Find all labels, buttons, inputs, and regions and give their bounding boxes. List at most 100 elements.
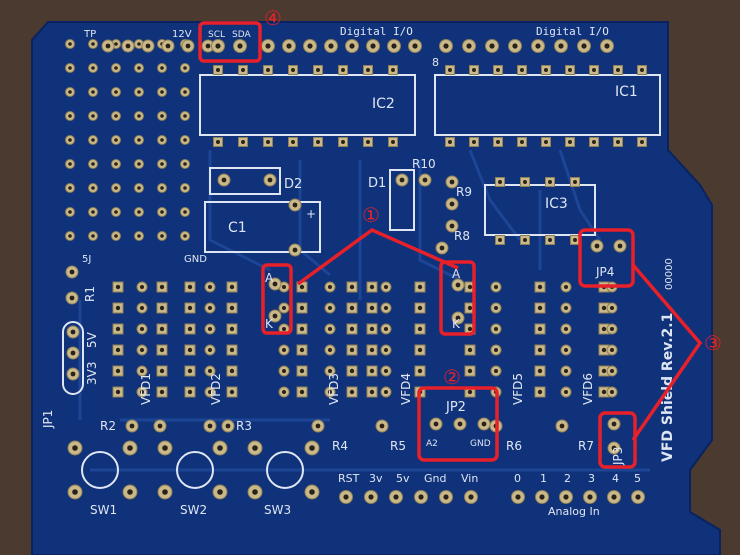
digital-pad-hole — [604, 43, 610, 49]
switch-pad-hole — [127, 445, 133, 451]
vfd-pad-hole — [282, 369, 286, 373]
vfd-pin-hole — [115, 368, 121, 374]
label-analog-1: 1 — [540, 472, 547, 485]
proto-pad-hole — [137, 90, 141, 94]
vfd-pad-hole — [328, 327, 332, 331]
label-r4: R4 — [332, 439, 348, 453]
component-pad-hole — [457, 421, 463, 427]
callout-box-jp2 — [417, 386, 499, 462]
vfd-pad-hole — [140, 390, 144, 394]
ic1-pin-hole — [640, 68, 644, 72]
ic1-pin-hole — [448, 68, 452, 72]
component-pad-hole — [70, 329, 76, 335]
vfd-pad-hole — [384, 306, 388, 310]
proto-pad-hole — [114, 162, 118, 166]
analog-pad-hole — [611, 494, 617, 500]
label-vfd3: VFD3 — [327, 373, 341, 405]
proto-pad-hole — [183, 90, 187, 94]
vfd-pad-hole — [610, 348, 614, 352]
vfd-pad-hole — [384, 348, 388, 352]
vfd-pin-hole — [537, 305, 543, 311]
vfd-pad-hole — [208, 327, 212, 331]
label-digital-io-left: Digital I/O — [340, 25, 413, 38]
power-pad-hole — [343, 494, 349, 500]
vfd-pin-hole — [299, 305, 305, 311]
ic2-pin-hole — [316, 140, 320, 144]
proto-pad-hole — [91, 114, 95, 118]
vfd-pad-hole — [208, 348, 212, 352]
proto-pad-hole — [68, 162, 72, 166]
vfd-pin-hole — [159, 389, 165, 395]
digital-pad-hole — [443, 43, 449, 49]
ic2-pin-hole — [341, 68, 345, 72]
vfd-pin-hole — [369, 326, 375, 332]
proto-pad-hole — [68, 234, 72, 238]
proto-pad-hole — [137, 66, 141, 70]
proto-pad-hole — [114, 66, 118, 70]
ic3-outline — [484, 184, 596, 236]
label-jp2-a2: A2 — [426, 439, 438, 449]
proto-pad-hole — [183, 186, 187, 190]
proto-pad-hole — [137, 42, 141, 46]
power-pad-hole — [368, 494, 374, 500]
label-r9: R9 — [456, 185, 472, 199]
ic2-pin-hole — [266, 140, 270, 144]
callout-number-3: ③ — [704, 331, 722, 355]
label-d8: 8 — [432, 56, 439, 69]
proto-pad-hole — [91, 186, 95, 190]
vfd-pin-hole — [537, 347, 543, 353]
vfd-pin-hole — [601, 347, 607, 353]
ic2-pin-hole — [391, 68, 395, 72]
vfd-pad-hole — [328, 390, 332, 394]
ic2-pin-hole — [216, 140, 220, 144]
label-sda: SDA — [232, 30, 251, 40]
label-jp2: JP2 — [445, 400, 466, 415]
label-ic1: IC1 — [615, 84, 638, 100]
callout-leader-1 — [296, 227, 459, 286]
ic3-pin-hole — [523, 238, 527, 242]
label-ic2: IC2 — [372, 96, 395, 112]
ic1-pin-hole — [472, 140, 476, 144]
component-pad-hole — [449, 201, 455, 207]
component-pad-hole — [69, 269, 75, 275]
label-vfd5: VFD5 — [511, 373, 525, 405]
power-pad-hole — [468, 494, 474, 500]
digital-pad-hole — [349, 43, 355, 49]
proto-pad-hole — [68, 90, 72, 94]
proto-pad-hole — [183, 162, 187, 166]
proto-pad-hole — [160, 90, 164, 94]
ic3-pin-hole — [523, 180, 527, 184]
ic1-pin-hole — [592, 140, 596, 144]
proto-pad-hole — [137, 138, 141, 142]
ic2-pin-hole — [366, 68, 370, 72]
vfd-pin-hole — [115, 326, 121, 332]
vfd-pin-hole — [467, 368, 473, 374]
header-pad-hole — [185, 43, 191, 49]
component-pad-hole — [225, 423, 231, 429]
digital-io-header — [101, 39, 614, 53]
proto-pad-hole — [91, 90, 95, 94]
vfd-pad-hole — [384, 327, 388, 331]
label-r3: R3 — [236, 419, 252, 433]
proto-pad-hole — [137, 234, 141, 238]
vfd-pin-hole — [467, 389, 473, 395]
ic2-pin-hole — [266, 68, 270, 72]
proto-pad-hole — [68, 66, 72, 70]
component-pad-hole — [292, 202, 298, 208]
label-5j: 5J — [82, 254, 91, 265]
copper-traces — [78, 149, 650, 472]
header-pad-hole — [105, 43, 111, 49]
label-vfd4: VFD4 — [399, 373, 413, 405]
digital-pad-hole — [286, 43, 292, 49]
proto-pad-hole — [114, 42, 118, 46]
switch-pad-hole — [217, 445, 223, 451]
callout-box-jp4 — [578, 228, 635, 288]
analog-pad-hole — [515, 494, 521, 500]
component-pad-hole — [449, 179, 455, 185]
label-cathode-right: K — [452, 317, 461, 331]
component-pad-hole — [157, 423, 163, 429]
proto-pad-hole — [160, 162, 164, 166]
component-pad-hole — [292, 247, 298, 253]
ic2-pin-hole — [341, 140, 345, 144]
